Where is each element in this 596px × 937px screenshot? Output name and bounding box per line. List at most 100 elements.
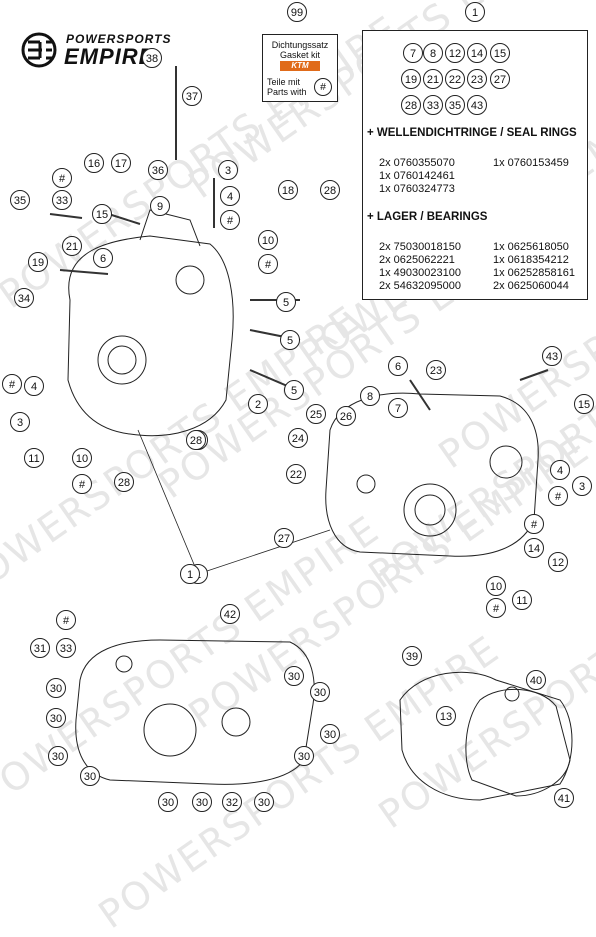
leader-line	[197, 529, 331, 575]
assembled-main-bore	[143, 703, 197, 757]
part-callout: 30	[310, 682, 330, 702]
side-cover-gasket	[399, 671, 573, 801]
included-part-callout: 21	[423, 69, 443, 89]
part-callout: 10	[72, 448, 92, 468]
part-callout: 36	[148, 160, 168, 180]
part-callout: 17	[111, 153, 131, 173]
assembled-secondary-bore	[221, 707, 251, 737]
side-cover-seal	[504, 686, 520, 702]
gasket-kit-line1: Dichtungssatz	[271, 40, 329, 50]
part-callout: 22	[286, 464, 306, 484]
hash-marker-callout: #	[2, 374, 22, 394]
right-crankcase-outline	[325, 392, 539, 557]
bolt-stud	[49, 213, 83, 219]
legend-part-number: 1	[465, 2, 485, 22]
part-callout: 5	[284, 380, 304, 400]
gasket-kit-line4: Parts with	[267, 87, 307, 97]
included-part-callout: 35	[445, 95, 465, 115]
legend-line: 1x 0625618050	[493, 241, 569, 253]
part-callout: 39	[402, 646, 422, 666]
part-callout: 30	[80, 766, 100, 786]
bolt-stud	[409, 379, 431, 411]
part-callout: 28	[320, 180, 340, 200]
main-bearing-bore	[97, 335, 147, 385]
part-callout: 6	[93, 248, 113, 268]
part-callout: 14	[524, 538, 544, 558]
part-callout: 27	[274, 528, 294, 548]
brand-logo: POWERSPORTS EMPIRE	[18, 30, 188, 70]
gasket-kit-marker: #	[314, 78, 332, 96]
part-callout: 37	[182, 86, 202, 106]
part-callout: 35	[10, 190, 30, 210]
part-callout: 7	[388, 398, 408, 418]
bolt-stud	[59, 269, 109, 275]
right-main-bore	[403, 483, 457, 537]
brand-logo-icon	[21, 32, 57, 68]
gasket-kit-line3: Teile mit	[267, 77, 301, 87]
legend-line: 2x 75030018150	[379, 241, 461, 253]
legend-line: 1x 0618354212	[493, 254, 569, 266]
part-callout: 3	[218, 160, 238, 180]
included-part-callout: 33	[423, 95, 443, 115]
part-callout: 43	[542, 346, 562, 366]
part-callout: 8	[360, 386, 380, 406]
part-callout: 4	[24, 376, 44, 396]
part-callout: 38	[142, 48, 162, 68]
side-cover	[465, 688, 571, 797]
brand-top-text: POWERSPORTS	[66, 32, 172, 46]
part-callout: 18	[278, 180, 298, 200]
legend-line: 2x 54632095000	[379, 280, 461, 292]
hash-marker-callout: #	[486, 598, 506, 618]
part-callout: 30	[192, 792, 212, 812]
assembled-plug	[115, 655, 133, 673]
hash-marker-callout: #	[524, 514, 544, 534]
part-callout: 5	[280, 330, 300, 350]
legend-line: 2x 0625060044	[493, 280, 569, 292]
bearings-title: + LAGER / BEARINGS	[367, 211, 488, 223]
seal-ring-line: 2x 0760355070	[379, 157, 455, 169]
gasket-kit-card: Dichtungssatz Gasket kit KTM Teile mit P…	[262, 34, 338, 102]
part-callout: 3	[572, 476, 592, 496]
part-callout: 33	[52, 190, 72, 210]
legend-line: 1x 06252858161	[493, 267, 575, 279]
included-part-callout: 19	[401, 69, 421, 89]
seal-ring-line: 1x 0760142461	[379, 170, 455, 182]
part-callout: 28	[186, 430, 206, 450]
part-callout: 3	[10, 412, 30, 432]
included-part-callout: 22	[445, 69, 465, 89]
right-small-bore	[356, 474, 376, 494]
part-callout: 31	[30, 638, 50, 658]
part-callout: 11	[24, 448, 44, 468]
part-callout: 41	[554, 788, 574, 808]
gasket-kit-box: Dichtungssatz Gasket kit KTM Teile mit P…	[262, 34, 344, 106]
right-upper-bore	[489, 445, 523, 479]
part-callout: 34	[14, 288, 34, 308]
hash-marker-callout: #	[548, 486, 568, 506]
included-part-callout: 23	[467, 69, 487, 89]
seal-ring-line: 1x 0760153459	[493, 157, 569, 169]
part-callout: 32	[222, 792, 242, 812]
part-callout: 11	[512, 590, 532, 610]
part-callout: 26	[336, 406, 356, 426]
gasket-kit-line2: Gasket kit	[279, 50, 320, 60]
part-callout: 5	[276, 292, 296, 312]
brand-bottom-text: EMPIRE	[64, 44, 155, 69]
included-part-callout: 27	[490, 69, 510, 89]
part-callout: 28	[114, 472, 134, 492]
part-callout: 1	[180, 564, 200, 584]
top-boss	[139, 209, 201, 247]
part-callout: 4	[220, 186, 240, 206]
right-main-inner	[414, 494, 446, 526]
legend-line: 1x 49030023100	[379, 267, 461, 279]
assembled-crankcase-outline	[75, 639, 315, 785]
seal-rings-title: + WELLENDICHTRINGE / SEAL RINGS	[367, 127, 577, 139]
part-callout: 30	[46, 708, 66, 728]
seal-ring-line: 1x 0760324773	[379, 183, 455, 195]
part-callout: 30	[48, 746, 68, 766]
included-part-callout: 14	[467, 43, 487, 63]
upper-bore	[175, 265, 205, 295]
part-callout: 15	[574, 394, 594, 414]
leader-line	[137, 429, 199, 575]
